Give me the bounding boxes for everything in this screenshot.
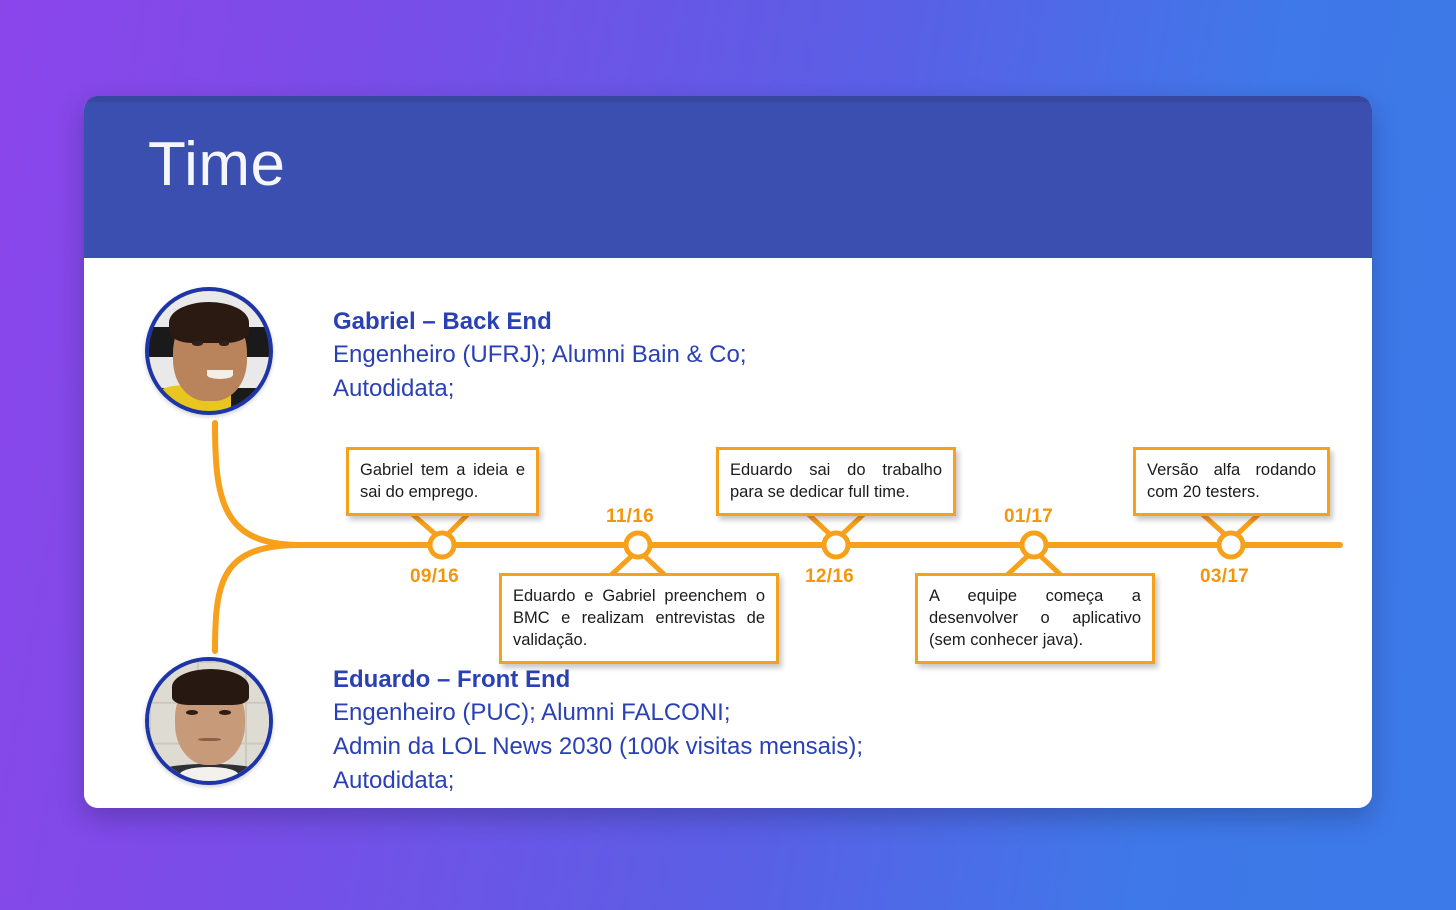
slide-header-band	[84, 96, 1372, 258]
milestone-callout-4: Versão alfa rodando com 20 testers.	[1133, 447, 1330, 517]
callout-text: A equipe começa a desenvolver o aplicati…	[929, 587, 1141, 650]
person-detail-line: Admin da LOL News 2030 (100k visitas men…	[333, 733, 864, 761]
milestone-callout-2: Eduardo sai do trabalho para se dedicar …	[716, 447, 956, 517]
milestone-date-0: 09/16	[410, 566, 460, 587]
person-detail-line: Autodidata;	[333, 767, 455, 795]
person-info-eduardo: Eduardo – Front End Engenheiro (PUC); Al…	[333, 663, 863, 798]
callout-text: Gabriel tem a ideia e sai do emprego.	[360, 461, 525, 502]
milestone-callout-1: Eduardo e Gabriel preenchem o BMC e real…	[499, 573, 779, 665]
milestone-date-3: 01/17	[1004, 506, 1054, 527]
person-detail-line: Autodidata;	[333, 375, 455, 403]
milestone-date-1: 11/16	[606, 506, 654, 527]
person-name: Gabriel – Back End	[333, 308, 552, 335]
person-detail-line: Engenheiro (PUC); Alumni FALCONI;	[333, 699, 731, 727]
person-name: Eduardo – Front End	[333, 666, 571, 693]
callout-text: Eduardo sai do trabalho para se dedicar …	[730, 461, 942, 502]
milestone-callout-0: Gabriel tem a ideia e sai do emprego.	[346, 447, 539, 517]
milestone-date-2: 12/16	[805, 566, 855, 587]
avatar-gabriel	[145, 287, 273, 415]
avatar-eduardo	[145, 657, 273, 785]
milestone-callout-3: A equipe começa a desenvolver o aplicati…	[915, 573, 1155, 665]
page-title: Time	[148, 130, 286, 199]
callout-text: Eduardo e Gabriel preenchem o BMC e real…	[513, 587, 765, 650]
person-detail-line: Engenheiro (UFRJ); Alumni Bain & Co;	[333, 341, 747, 369]
person-info-gabriel: Gabriel – Back End Engenheiro (UFRJ); Al…	[333, 305, 747, 406]
callout-text: Versão alfa rodando com 20 testers.	[1147, 461, 1316, 502]
milestone-date-4: 03/17	[1200, 566, 1250, 587]
